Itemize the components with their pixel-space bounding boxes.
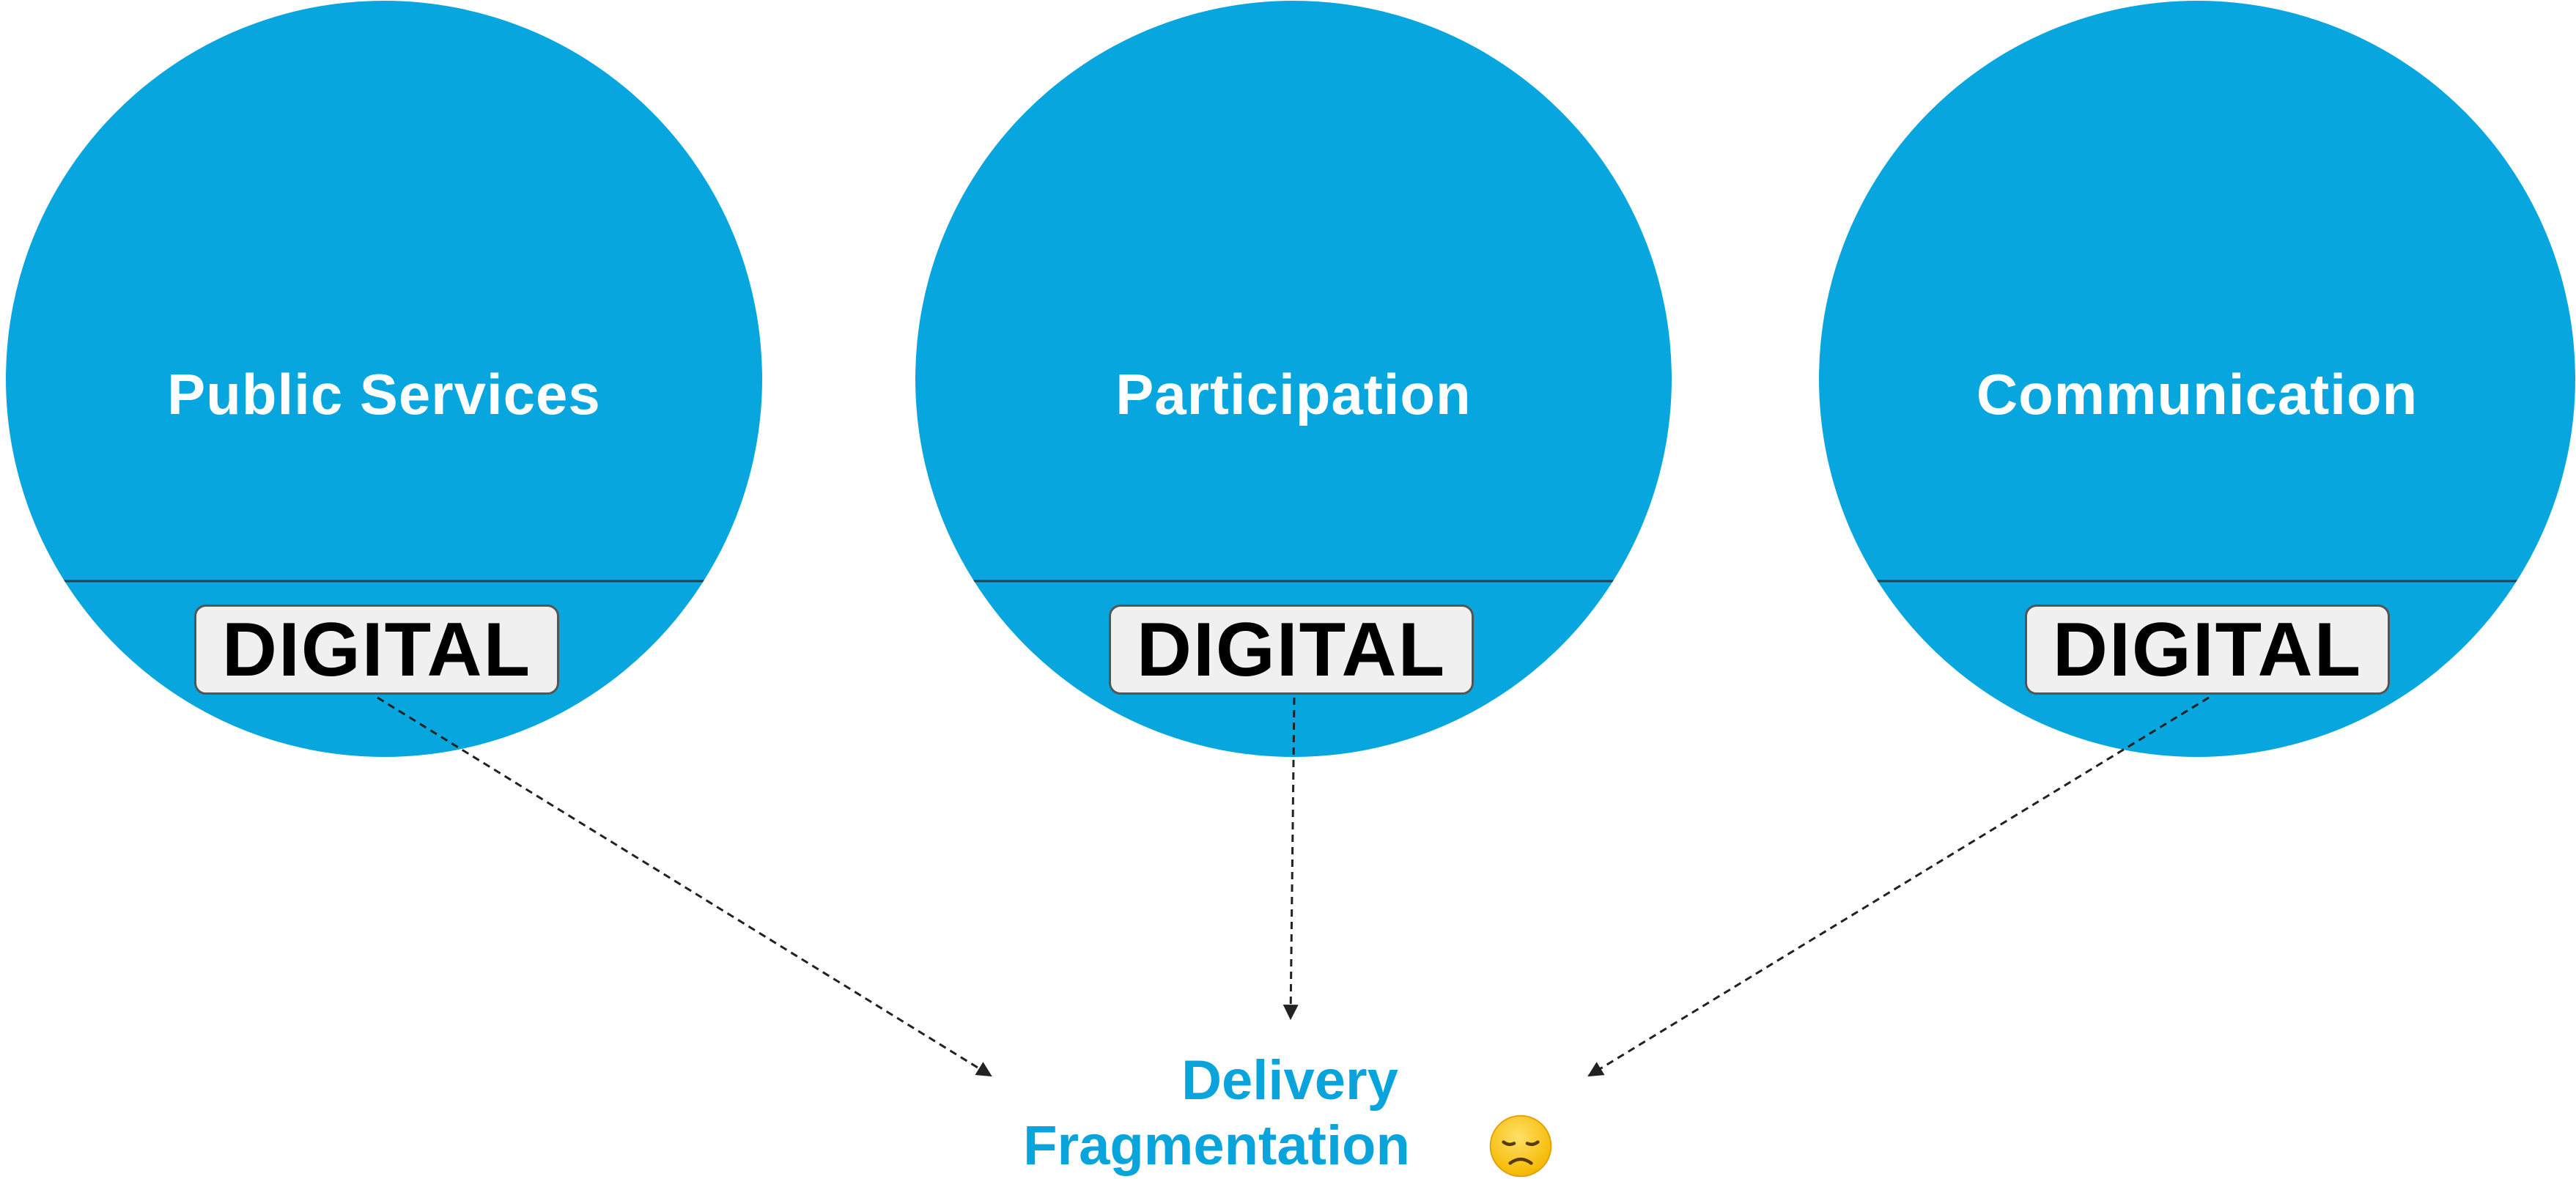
arrow-communication-to-outcome: [1587, 696, 2210, 1077]
pillar-circle-communication: [1819, 1, 2575, 757]
pillar-title-communication: Communication: [1976, 362, 2418, 426]
outcome-title-line-1: Delivery: [1181, 1049, 1398, 1112]
pillar-title-public-services: Public Services: [167, 362, 601, 426]
digital-tag-communication: DIGITAL: [2025, 605, 2390, 695]
digital-tag-participation: DIGITAL: [1109, 605, 1474, 695]
digital-tag-public-services: DIGITAL: [194, 605, 559, 695]
pillar-circle-public-services: [6, 1, 762, 757]
disappointed-face-icon: [1489, 1115, 1552, 1178]
outcome-title-line-2: Fragmentation: [1023, 1115, 1410, 1177]
pillar-title-participation: Participation: [1115, 362, 1472, 426]
arrow-public-services-to-outcome: [377, 696, 992, 1077]
pillar-circle-participation: [915, 1, 1672, 757]
arrow-participation-to-outcome: [1283, 697, 1299, 1021]
